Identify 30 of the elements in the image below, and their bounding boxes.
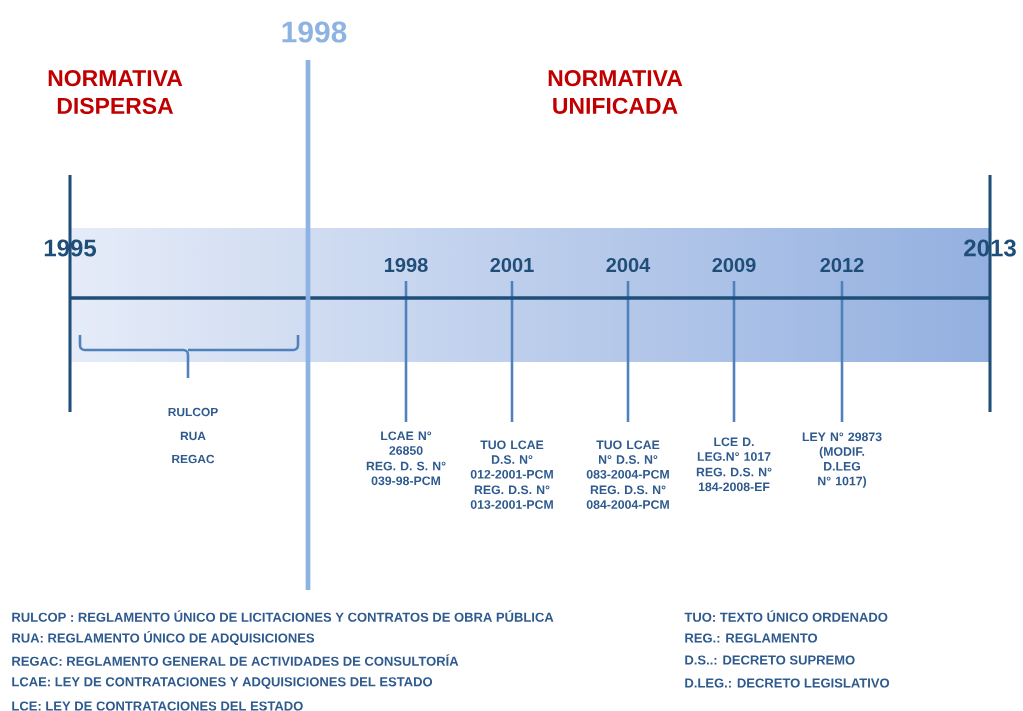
glossary-entry: REG.: REGLAMENTO (685, 633, 818, 643)
year-label: 1998 (385, 257, 428, 273)
glossary-entry: LCE: LEY DE CONTRATACIONES DEL ESTADO (12, 701, 303, 711)
glossary-entry: RUA: REGLAMENTO ÚNICO DE ADQUISICIONES (12, 630, 315, 646)
period-heading: NORMATIVA DISPERSA (48, 70, 183, 114)
glossary-entry: REGAC: REGLAMENTO GENERAL DE ACTIVIDADES DE CONSULTORÍA (12, 654, 459, 666)
glossary-entry: D.LEG.: DECRETO LEGISLATIVO (685, 678, 890, 688)
year-label: 2001 (490, 257, 534, 273)
year-label: 2012 (820, 257, 864, 273)
year-label: 2009 (712, 257, 756, 273)
glossary-entry: LCAE: LEY DE CONTRATACIONES Y ADQUISICIONES DEL ESTADO (12, 677, 433, 689)
abbreviation-text: RULCOP (168, 407, 218, 417)
year-label: 2013 (964, 239, 1016, 257)
abbreviation-text: REGAC (172, 454, 215, 464)
event-text: LCAE N° 26850 (381, 431, 432, 455)
event-text: REG. D.S. N° 184-2008-EF (696, 467, 772, 492)
event-text: REG. D. S. N° 039-98-PCM (366, 461, 446, 486)
year-label: 1998 (282, 21, 347, 43)
glossary-entry: RULCOP : REGLAMENTO ÚNICO DE LICITACIONES Y CONTRATOS DE OBRA PÚBLICA (12, 610, 554, 622)
abbreviation-text: RUA (180, 431, 206, 441)
event-text: TUO LCAE D.S. N° 012-2001-PCM (470, 440, 553, 479)
event-text: REG. D.S. N° 084-2004-PCM (586, 485, 669, 509)
glossary-entry: D.S..: DECRETO SUPREMO (685, 655, 855, 665)
year-label: 2004 (606, 257, 651, 273)
period-heading: NORMATIVA UNIFICADA (548, 70, 683, 114)
event-text: REG. D.S. N° 013-2001-PCM (470, 485, 553, 509)
event-text: LEY N° 29873 (MODIF. D.LEG N° 1017) (802, 432, 882, 488)
event-text: LCE D. LEG.N° 1017 (697, 437, 771, 461)
event-text: TUO LCAE N° D.S. N° 083-2004-PCM (586, 440, 669, 479)
glossary-entry: TUO: TEXTO ÚNICO ORDENADO (684, 610, 888, 622)
